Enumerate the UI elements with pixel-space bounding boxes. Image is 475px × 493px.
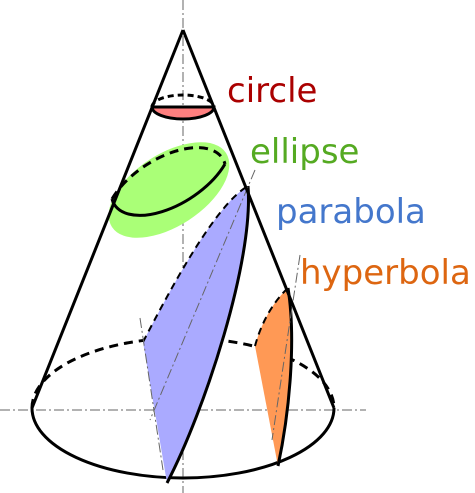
circle-section xyxy=(150,93,216,121)
parabola-hidden-edge xyxy=(142,185,249,343)
hyperbola-plane-guide xyxy=(271,254,301,441)
circle-section-front xyxy=(150,105,216,121)
hyperbola-hidden-edge xyxy=(254,287,289,347)
ellipse-label: ellipse xyxy=(250,132,359,172)
ellipse-section-back xyxy=(110,146,227,200)
cone-right-side xyxy=(181,29,336,409)
parabola-plane-guide-1 xyxy=(139,317,164,471)
cone-base-back xyxy=(30,336,336,409)
parabola-plane-guide-2 xyxy=(149,169,256,421)
ellipse-section-front xyxy=(110,163,227,217)
circle-label: circle xyxy=(227,71,317,111)
cone-base-front xyxy=(30,407,336,480)
hyperbola-section xyxy=(254,254,301,467)
parabola-section xyxy=(139,169,256,484)
parabola-label: parabola xyxy=(276,192,426,232)
hyperbola-section-fill xyxy=(255,288,292,466)
cone-left-side xyxy=(30,29,185,409)
ellipse-section xyxy=(108,142,230,238)
hyperbola-curve xyxy=(276,287,294,467)
parabola-section-fill xyxy=(143,186,249,483)
parabola-curve xyxy=(165,185,251,484)
ellipse-section-fill xyxy=(108,142,230,238)
hyperbola-label: hyperbola xyxy=(300,253,471,293)
cone-sides xyxy=(30,29,336,409)
